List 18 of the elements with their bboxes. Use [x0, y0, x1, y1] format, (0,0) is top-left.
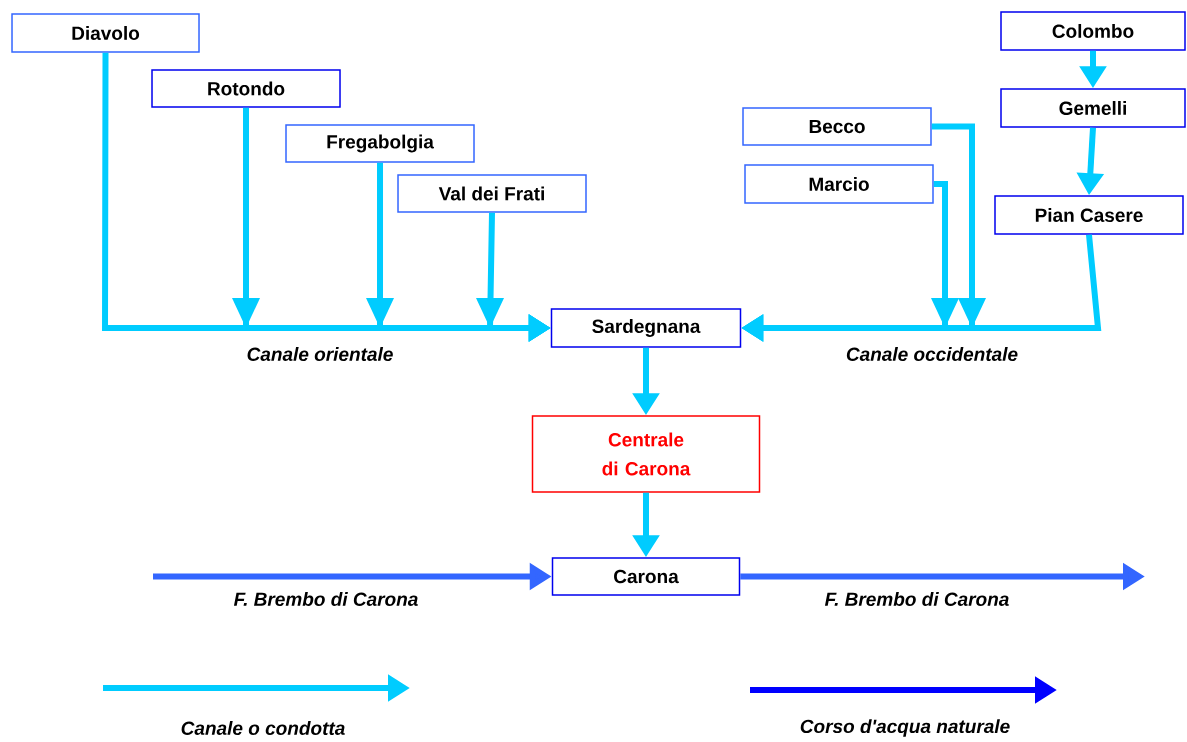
legend-label: Canale o condotta — [181, 721, 345, 735]
reservoir-box: Becco — [742, 107, 932, 146]
edge-label: Canale occidentale — [844, 346, 1020, 362]
reservoir-box: Colombo — [1000, 11, 1186, 51]
station-box: Centrale di Carona — [531, 415, 761, 493]
reservoir-box: Val dei Frati — [397, 174, 587, 213]
reservoir-box: Rotondo — [151, 69, 341, 108]
reservoir-box: Pian Casere — [994, 195, 1184, 235]
reservoir-box: Gemelli — [1000, 88, 1186, 128]
reservoir-box: Sardegnana — [550, 308, 742, 348]
reservoir-box: Fregabolgia — [285, 124, 475, 163]
edge-label: F. Brembo di Carona — [232, 591, 420, 607]
edge-label: F. Brembo di Carona — [823, 591, 1011, 607]
edge-label: Canale orientale — [245, 346, 395, 362]
legend-label: Corso d'acqua naturale — [800, 719, 1010, 737]
reservoir-box: Diavolo — [11, 13, 200, 53]
reservoir-box: Carona — [551, 557, 741, 596]
reservoir-box: Marcio — [744, 164, 934, 204]
